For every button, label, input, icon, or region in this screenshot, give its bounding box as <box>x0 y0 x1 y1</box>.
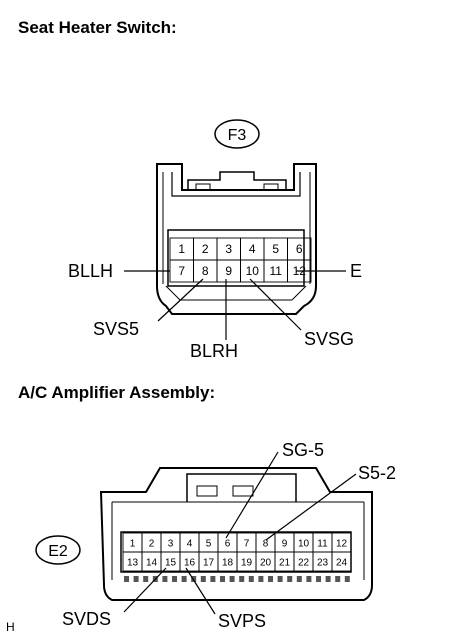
f3-pin-label: 7 <box>178 264 185 278</box>
label-s52: S5-2 <box>358 463 396 483</box>
e2-tooth <box>296 576 302 582</box>
e2-pin-label: 15 <box>165 558 177 569</box>
f3-leader-svs5 <box>157 278 204 322</box>
e2-pin-label: 17 <box>203 558 215 569</box>
e2-tooth <box>287 576 293 582</box>
f3-pin-label: 2 <box>202 242 209 256</box>
f3-pin-label: 11 <box>270 264 283 278</box>
e2-pin-label: 13 <box>127 558 139 569</box>
e2-pin-label: 23 <box>317 558 329 569</box>
f3-pin-label: 6 <box>296 242 303 256</box>
f3-pin-block <box>167 229 305 287</box>
e2-tooth <box>268 576 273 582</box>
e2-pin-label: 6 <box>225 539 231 550</box>
f3-latch-notch-left <box>195 183 211 191</box>
e2-pin-label: 7 <box>244 539 250 550</box>
label-bllh: BLLH <box>68 261 113 281</box>
f3-latch <box>187 171 287 190</box>
e2-pin-label: 5 <box>206 539 212 550</box>
label-e: E <box>350 261 362 281</box>
e2-badge-outline <box>35 535 81 565</box>
label-svs5: SVS5 <box>93 319 139 339</box>
ac-amplifier-heading: A/C Amplifier Assembly: <box>18 383 216 402</box>
f3-leader-svsg <box>249 278 302 331</box>
e2-pin-label: 20 <box>260 558 272 569</box>
e2-pin-label: 19 <box>241 558 253 569</box>
e2-pin-label: 14 <box>146 558 158 569</box>
e2-pin-label: 18 <box>222 558 234 569</box>
e2-tooth <box>210 576 216 582</box>
f3-latch-notch-right <box>263 183 279 191</box>
e2-pin-label: 10 <box>298 539 310 550</box>
f3-pin-label: 1 <box>178 242 185 256</box>
e2-tooth <box>325 576 331 582</box>
e2-tooth <box>124 576 129 582</box>
e2-tooth <box>258 576 264 582</box>
f3-pin-label: 3 <box>225 242 232 256</box>
e2-pin-label: 16 <box>184 558 196 569</box>
e2-pin-label: 2 <box>149 539 155 550</box>
e2-tooth <box>143 576 149 582</box>
e2-tooth <box>306 576 312 582</box>
f3-inner-frame <box>171 172 301 197</box>
e2-tooth <box>181 576 187 582</box>
e2-pin-label: 8 <box>263 539 269 550</box>
f3-bevel-right <box>291 285 307 301</box>
footer-code: H <box>6 620 15 634</box>
e2-housing <box>99 467 373 601</box>
label-sg5: SG-5 <box>282 440 324 460</box>
e2-pin-label: 1 <box>130 539 136 550</box>
e2-tooth <box>335 576 341 582</box>
e2-pin-label: 9 <box>282 539 288 550</box>
e2-leader-sg5 <box>225 451 279 539</box>
e2-tooth <box>162 576 168 582</box>
f3-pin-label: 8 <box>202 264 209 278</box>
e2-pin-label: 22 <box>298 558 310 569</box>
f3-pin-label: 4 <box>249 242 256 256</box>
f3-badge-outline <box>214 119 260 149</box>
e2-leader-svds <box>123 567 167 613</box>
e2-tooth <box>191 576 197 582</box>
e2-pin-label: 24 <box>336 558 348 569</box>
e2-pin-label: 12 <box>336 539 348 550</box>
e2-pin-label: 4 <box>187 539 193 550</box>
label-svsg: SVSG <box>304 329 354 349</box>
e2-leader-svps <box>185 567 216 615</box>
e2-latch-notch-right <box>232 485 254 497</box>
e2-tooth <box>277 576 283 582</box>
e2-latch-notch-left <box>196 485 218 497</box>
f3-pin-label: 10 <box>246 264 260 278</box>
e2-pin-label: 3 <box>168 539 174 550</box>
e2-latch <box>186 473 297 502</box>
seat-heater-switch-heading: Seat Heater Switch: <box>18 18 177 37</box>
e2-badge-label: E2 <box>48 543 68 560</box>
e2-tooth <box>239 576 245 582</box>
e2-tooth <box>229 576 235 582</box>
e2-leader-s52 <box>265 473 357 541</box>
f3-pin-label: 5 <box>272 242 279 256</box>
label-svds: SVDS <box>62 609 111 629</box>
e2-tooth <box>248 576 254 582</box>
e2-tooth <box>220 576 225 582</box>
e2-tooth <box>172 576 177 582</box>
e2-pin-label: 11 <box>317 539 328 550</box>
e2-tooth <box>344 576 350 582</box>
e2-pin-cell <box>331 551 352 572</box>
f3-bevel-left <box>165 285 181 301</box>
f3-pin-label: 9 <box>225 264 232 278</box>
label-svps: SVPS <box>218 611 266 631</box>
label-blrh: BLRH <box>190 341 238 361</box>
f3-badge-label: F3 <box>228 127 247 144</box>
e2-pin-label: 21 <box>279 558 291 569</box>
f3-housing <box>156 163 317 315</box>
e2-tooth <box>200 576 206 582</box>
e2-tooth <box>133 576 139 582</box>
e2-tooth <box>316 576 321 582</box>
